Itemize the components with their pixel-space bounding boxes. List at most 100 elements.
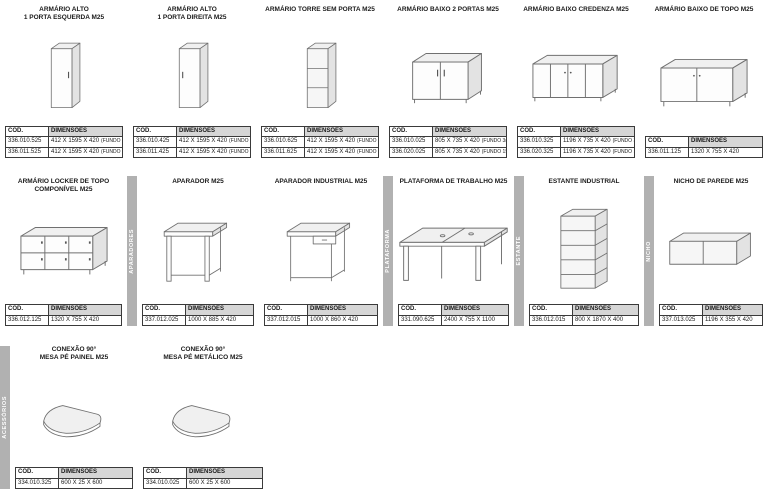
product-card-armario-baixo-topo: ARMÁRIO BAIXO DE TOPO M25 CÓD. DI bbox=[640, 0, 768, 172]
dim-value: 1196 X 355 X 420 bbox=[702, 314, 763, 326]
spec-row: 336.012.015 800 X 1870 X 400 bbox=[529, 314, 639, 326]
product-title: CONEXÃO 90° MESA PÉ METÁLICO M25 bbox=[163, 346, 243, 362]
dimensions-text: 412 X 1595 X 420 bbox=[179, 138, 228, 144]
cod-value: 336.011.425 bbox=[133, 146, 177, 158]
cod-value: 334.010.325 bbox=[15, 477, 59, 489]
industrial-shelving-drawing bbox=[527, 196, 641, 304]
locker-cabinet-drawing bbox=[3, 196, 124, 304]
spec-header-row: CÓD. DIMENSÕES bbox=[5, 304, 122, 316]
spec-header-row: CÓD. DIMENSÕES bbox=[5, 125, 123, 137]
dimension-note: (FUNDO 3mm) bbox=[612, 138, 634, 144]
spec-table: CÓD. DIMENSÕES 337.012.025 1000 X 885 X … bbox=[142, 304, 254, 326]
cod-header: CÓD. bbox=[15, 467, 59, 479]
spec-header-row: CÓD. DIMENSÕES bbox=[264, 304, 378, 316]
dim-header: DIMENSÕES bbox=[58, 467, 133, 479]
tall-cabinet-right-door-drawing bbox=[131, 24, 253, 126]
dimensions-text: 805 X 735 X 420 bbox=[435, 148, 480, 155]
cod-header: CÓD. bbox=[517, 125, 561, 137]
section-bar-label: ACESSÓRIOS bbox=[2, 396, 8, 439]
dim-header: DIMENSÕES bbox=[572, 304, 639, 316]
dimensions-text: 1320 X 755 X 420 bbox=[691, 148, 740, 155]
product-card-armario-baixo-2portas: ARMÁRIO BAIXO 2 PORTAS M25 CÓD. D bbox=[384, 0, 512, 172]
product-card-estante: ESTANTE INDUSTRIAL CÓ bbox=[524, 172, 644, 340]
product-title: APARADOR INDUSTRIAL M25 bbox=[274, 178, 368, 185]
dim-header: DIMENSÕES bbox=[186, 467, 263, 479]
dimensions-text: 412 X 1595 X 420 bbox=[307, 138, 356, 144]
spec-row: 336.020.325 1196 X 735 X 420(FUNDO 15mm) bbox=[517, 146, 635, 158]
dim-value: 805 X 735 X 420(FUNDO 3mm) bbox=[432, 136, 507, 148]
dimensions-text: 412 X 1595 X 420 bbox=[307, 148, 356, 155]
section-bar-estante: ESTANTE bbox=[514, 176, 524, 326]
dim-value: 412 X 1595 X 420(FUNDO 15mm) bbox=[48, 146, 123, 158]
spec-table: CÓD. DIMENSÕES 336.012.125 1320 X 755 X … bbox=[5, 304, 122, 326]
tall-cabinet-left-door-drawing bbox=[3, 24, 125, 126]
spec-table: CÓD. DIMENSÕES 336.010.025 805 X 735 X 4… bbox=[389, 125, 507, 159]
spec-header-row: CÓD. DIMENSÕES bbox=[645, 136, 763, 148]
dim-value: 600 X 25 X 600 bbox=[58, 477, 133, 489]
cod-value: 334.010.025 bbox=[143, 477, 187, 489]
spec-row: 334.010.325 600 X 25 X 600 bbox=[15, 477, 133, 489]
spec-row: 336.010.325 1196 X 735 X 420(FUNDO 3mm) bbox=[517, 136, 635, 148]
spec-table: CÓD. DIMENSÕES 336.010.525 412 X 1595 X … bbox=[5, 125, 123, 159]
product-card-aparador: APARADOR M25 CÓD. DIMENSÕES bbox=[137, 172, 259, 340]
dimension-note: (FUNDO 15mm) bbox=[229, 148, 249, 155]
dim-value: 800 X 1870 X 400 bbox=[572, 314, 639, 326]
dimensions-text: 2400 X 755 X 1100 bbox=[444, 316, 495, 323]
dim-value: 1320 X 755 X 420 bbox=[688, 146, 763, 158]
spec-row: 336.010.625 412 X 1595 X 420(FUNDO 3mm) bbox=[261, 136, 379, 148]
dimensions-text: 412 X 1595 X 420 bbox=[51, 138, 100, 144]
cod-header: CÓD. bbox=[659, 304, 703, 316]
spec-row: 336.011.125 1320 X 755 X 420 bbox=[645, 146, 763, 158]
spec-row: 337.012.025 1000 X 885 X 420 bbox=[142, 314, 254, 326]
dim-value: 412 X 1595 X 420(FUNDO 3mm) bbox=[176, 136, 251, 148]
product-card-armario-torre: ARMÁRIO TORRE SEM PORTA M25 CÓD. DIMENSÕ… bbox=[256, 0, 384, 172]
catalog-row-1: ARMÁRIO ALTO 1 PORTA ESQUERDA M25 CÓD. D… bbox=[0, 0, 768, 172]
product-title: PLATAFORMA DE TRABALHO M25 bbox=[399, 178, 508, 185]
cod-header: CÓD. bbox=[5, 304, 49, 316]
cod-value: 336.010.025 bbox=[389, 136, 433, 148]
cod-header: CÓD. bbox=[398, 304, 442, 316]
section-bar-label: APARADORES bbox=[129, 228, 135, 274]
cod-header: CÓD. bbox=[389, 125, 433, 137]
spec-table: CÓD. DIMENSÕES 336.012.015 800 X 1870 X … bbox=[529, 304, 639, 326]
dimensions-text: 1000 X 885 X 420 bbox=[188, 316, 237, 323]
cod-value: 336.011.625 bbox=[261, 146, 305, 158]
spec-table: CÓD. DIMENSÕES 337.013.025 1196 X 355 X … bbox=[659, 304, 763, 326]
dim-header: DIMENSÕES bbox=[688, 136, 763, 148]
dimensions-text: 1196 X 735 X 420 bbox=[563, 138, 611, 144]
corner-connection-top-drawing bbox=[13, 364, 135, 467]
dimensions-text: 600 X 25 X 600 bbox=[189, 479, 231, 486]
spec-header-row: CÓD. DIMENSÕES bbox=[659, 304, 763, 316]
dimension-note: (FUNDO 3mm) bbox=[101, 138, 121, 144]
dimensions-text: 600 X 25 X 600 bbox=[61, 479, 103, 486]
dim-header: DIMENSÕES bbox=[702, 304, 763, 316]
spec-row: 336.010.025 805 X 735 X 420(FUNDO 3mm) bbox=[389, 136, 507, 148]
product-title: CONEXÃO 90° MESA PÉ PAINEL M25 bbox=[39, 346, 109, 362]
section-bar-label: ESTANTE bbox=[516, 236, 522, 266]
cod-header: CÓD. bbox=[529, 304, 573, 316]
spec-header-row: CÓD. DIMENSÕES bbox=[15, 467, 133, 479]
wall-niche-drawing bbox=[657, 196, 765, 304]
dimensions-text: 412 X 1595 X 420 bbox=[51, 148, 100, 155]
dim-value: 1196 X 735 X 420(FUNDO 15mm) bbox=[560, 146, 635, 158]
spec-table: CÓD. DIMENSÕES 336.011.125 1320 X 755 X … bbox=[645, 136, 763, 158]
dim-value: 412 X 1595 X 420(FUNDO 3mm) bbox=[48, 136, 123, 148]
section-bar-label: PLATAFORMA bbox=[385, 229, 391, 273]
catalog-row-2: ARMÁRIO LOCKER DE TOPO COMPONÍVEL M25 bbox=[0, 172, 768, 340]
open-tower-shelf-drawing bbox=[259, 24, 381, 126]
spec-row: 336.020.025 805 X 735 X 420(FUNDO 15mm) bbox=[389, 146, 507, 158]
spec-header-row: CÓD. DIMENSÕES bbox=[517, 125, 635, 137]
industrial-sideboard-drawing bbox=[262, 196, 380, 304]
spec-table: CÓD. DIMENSÕES 336.010.425 412 X 1595 X … bbox=[133, 125, 251, 159]
spec-row: 336.012.125 1320 X 755 X 420 bbox=[5, 314, 122, 326]
sideboard-table-drawing bbox=[140, 196, 256, 304]
product-card-armario-alto-esquerda: ARMÁRIO ALTO 1 PORTA ESQUERDA M25 CÓD. D… bbox=[0, 0, 128, 172]
spec-header-row: CÓD. DIMENSÕES bbox=[389, 125, 507, 137]
product-title: APARADOR M25 bbox=[172, 178, 224, 185]
cod-value: 336.011.525 bbox=[5, 146, 49, 158]
dim-header: DIMENSÕES bbox=[48, 125, 123, 137]
cod-header: CÓD. bbox=[133, 125, 177, 137]
dimensions-text: 1320 X 755 X 420 bbox=[51, 316, 100, 323]
dim-value: 1320 X 755 X 420 bbox=[48, 314, 122, 326]
